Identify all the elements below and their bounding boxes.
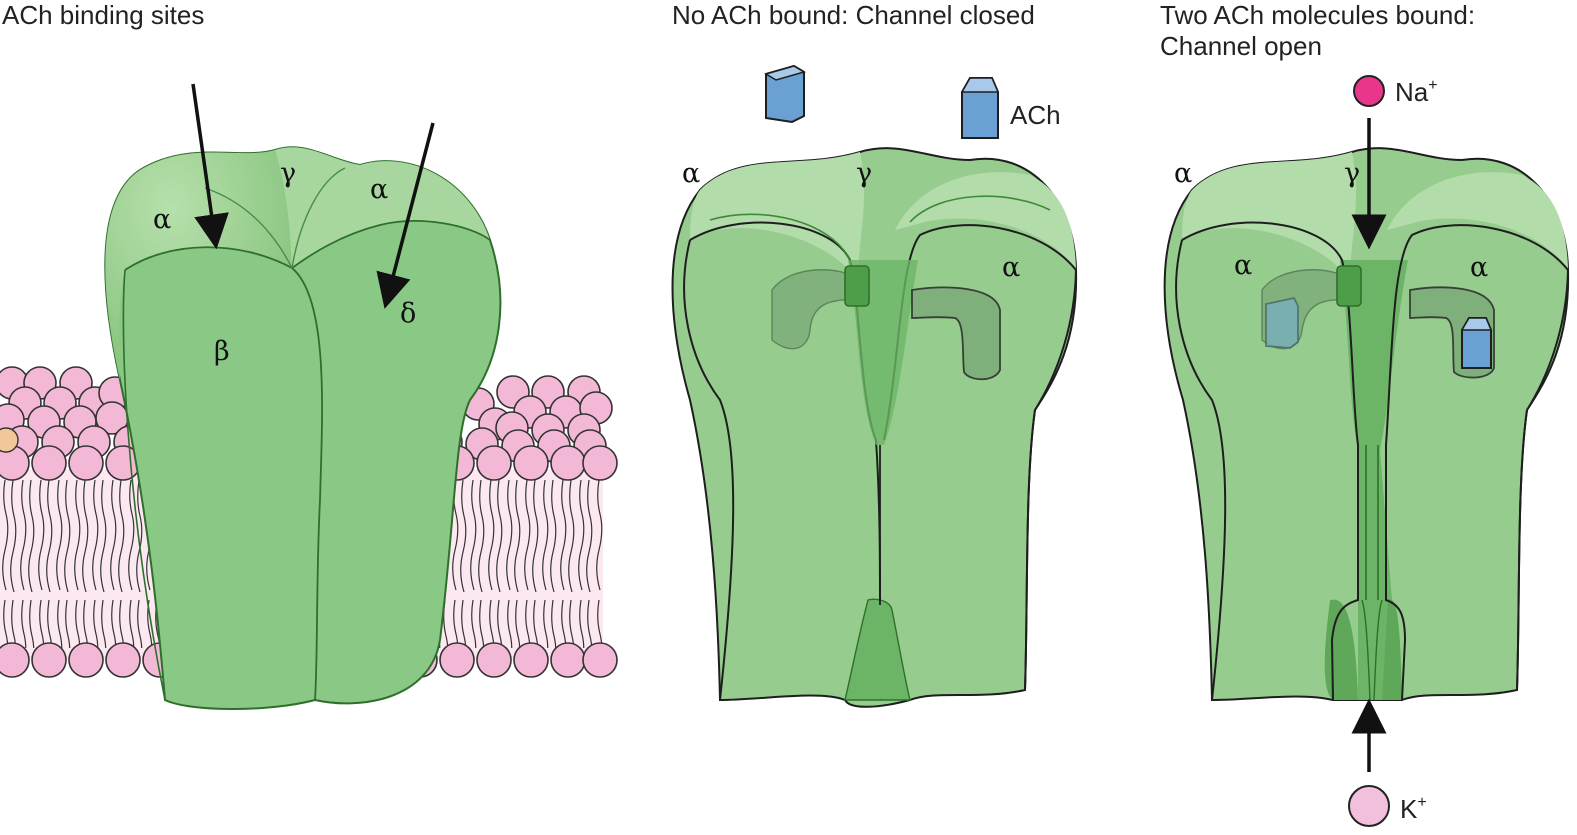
open-channel [1163,147,1570,702]
na-symbol: Na [1395,77,1429,107]
binding-arrow-left [191,83,229,250]
k-ion-label: K+ [1400,794,1427,824]
p2-label-gamma: γ [856,158,872,189]
p1-label-alpha-left: α [153,204,171,235]
p2-label-alpha-inner: α [1002,252,1020,283]
p3-label-alpha-outer: α [1174,158,1192,189]
panel1-title: ACh binding sites [2,0,205,30]
binding-arrow-right [376,122,435,309]
closed-channel [671,147,1078,708]
k-charge: + [1417,794,1426,811]
p1-label-gamma: γ [280,158,296,189]
na-charge: + [1428,77,1437,94]
panel3-title-line1: Two ACh molecules bound: [1160,0,1476,30]
p1-label-alpha-right: α [370,174,388,205]
ach-label: ACh [1010,100,1061,130]
na-ion-label: Na+ [1395,77,1438,107]
panel2-title: No ACh bound: Channel closed [672,0,1035,30]
p1-label-beta: β [214,336,230,367]
p3-label-alpha-right-inner: α [1470,252,1488,283]
p3-label-alpha-left-inner: α [1234,250,1252,281]
ach-molecule-bound-left [1265,296,1299,349]
na-ion [1353,75,1385,107]
p1-label-delta: δ [400,298,416,329]
p3-label-gamma: γ [1344,158,1360,189]
k-symbol: K [1400,794,1418,824]
ach-molecule-floating-1 [764,64,806,124]
ach-molecule-floating-2 [960,77,1000,139]
panel3-title-line2: Channel open [1160,31,1322,61]
ach-molecule-bound-right [1460,317,1493,369]
k-ion [1348,785,1390,827]
p2-label-alpha-outer: α [682,158,700,189]
